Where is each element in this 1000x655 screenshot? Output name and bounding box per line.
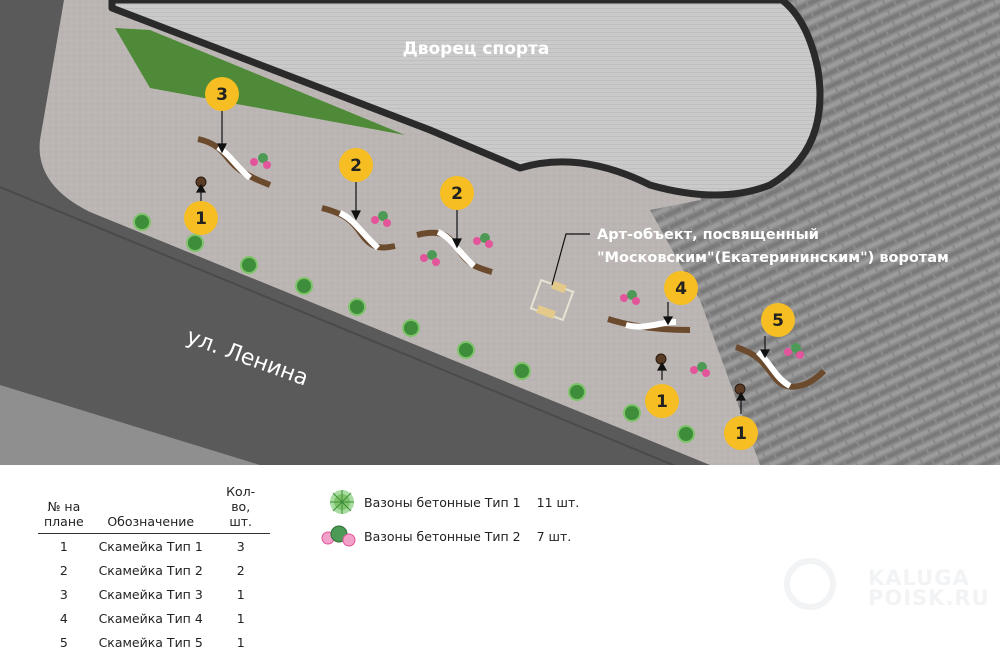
svg-text:1: 1 <box>656 392 668 412</box>
table-row: 4 Скамейка Тип 4 1 <box>59 610 245 626</box>
planter-type1-icon <box>295 277 313 295</box>
marker-badge: 3 <box>205 77 239 111</box>
bench-type5 <box>735 344 827 390</box>
site-plan-map: Дворец спорта ул. Ленина Арт-объект, пос… <box>0 0 1000 465</box>
road-curb-line <box>0 186 676 465</box>
svg-text:2: 2 <box>350 156 362 176</box>
marker-badge: 5 <box>761 303 795 337</box>
planter-type1-icon <box>186 234 204 252</box>
legend-header-designation: Обозначение <box>89 484 212 534</box>
planter-type1-icon <box>568 383 586 401</box>
planter-type1-icon <box>402 319 420 337</box>
planter-type1-icon <box>677 425 695 443</box>
planters-type1 <box>133 213 695 443</box>
planter-type2-icon <box>420 250 440 266</box>
planter-type2-icon <box>690 362 710 377</box>
bench-type1 <box>655 353 667 365</box>
legend-header-number: № на плане <box>38 484 90 534</box>
planter-type1-icon <box>240 256 258 274</box>
legend-header-row: № на плане Обозначение Кол-во, шт. <box>38 484 270 534</box>
art-object-leader-line <box>551 233 590 286</box>
bench-legend-table: № на плане Обозначение Кол-во, шт. 1 Ска… <box>38 484 270 654</box>
planter-type1-icon <box>348 298 366 316</box>
table-row: 3 Скамейка Тип 3 1 <box>59 586 245 602</box>
planter-type2-icon <box>784 343 804 359</box>
planter-legend-type1: Вазоны бетонные Тип 1 11 шт. <box>326 488 579 516</box>
bench-type1 <box>734 383 746 395</box>
bench-type2 <box>416 229 493 275</box>
planter-type2-icon <box>321 525 356 547</box>
planter-type1-count: 11 шт. <box>536 494 580 510</box>
watermark-logo: KALUGA POISK.RU <box>772 552 989 622</box>
bench-type2 <box>321 205 396 251</box>
planter-type2-icon <box>371 211 391 227</box>
road-lane <box>0 385 260 465</box>
sports-palace-building <box>108 0 824 199</box>
planter-type2-count: 7 шт. <box>536 528 572 544</box>
planter-type1-icon <box>133 213 151 231</box>
marker-badge: 2 <box>339 148 373 182</box>
marker-leader-lines <box>195 110 771 414</box>
table-row: 1 Скамейка Тип 1 3 <box>59 538 245 554</box>
table-row: 2 Скамейка Тип 2 2 <box>59 562 245 578</box>
svg-text:2: 2 <box>451 184 463 204</box>
marker-badge: 1 <box>724 416 758 450</box>
planter-legend-type2: Вазоны бетонные Тип 2 7 шт. <box>320 522 571 550</box>
marker-badge: 2 <box>440 176 474 210</box>
art-object <box>529 278 575 322</box>
planter-type2-icon <box>250 153 271 169</box>
svg-text:1: 1 <box>195 209 207 229</box>
planter-type1-icon <box>457 341 475 359</box>
building-label: Дворец спорта <box>403 39 550 59</box>
planter-type2-icon <box>473 233 493 248</box>
marker-badge: 4 <box>664 271 698 305</box>
svg-text:5: 5 <box>772 311 784 331</box>
planter-type1-icon <box>513 362 531 380</box>
marker-badge: 1 <box>184 201 218 235</box>
art-object-label-line1: Арт-объект, посвященный <box>597 227 819 243</box>
planter-type1-icon <box>330 490 354 514</box>
planter-type2-icon <box>620 290 640 305</box>
svg-text:3: 3 <box>216 85 228 105</box>
svg-text:1: 1 <box>735 424 747 444</box>
art-object-label-line2: "Московским"(Екатерининским") воротам <box>597 250 949 266</box>
legend-header-quantity: Кол-во, шт. <box>211 484 270 534</box>
planter-type1-name: Вазоны бетонные Тип 1 <box>364 494 521 510</box>
table-row: 5 Скамейка Тип 5 1 <box>59 634 245 650</box>
planter-type2-name: Вазоны бетонные Тип 2 <box>364 528 521 544</box>
watermark-circle-icon <box>784 558 836 610</box>
lawn <box>115 28 405 135</box>
bench-type4 <box>607 316 691 333</box>
svg-text:4: 4 <box>675 279 687 299</box>
marker-badge: 1 <box>645 384 679 418</box>
planters-type2 <box>250 153 804 377</box>
planter-type1-icon <box>623 404 641 422</box>
